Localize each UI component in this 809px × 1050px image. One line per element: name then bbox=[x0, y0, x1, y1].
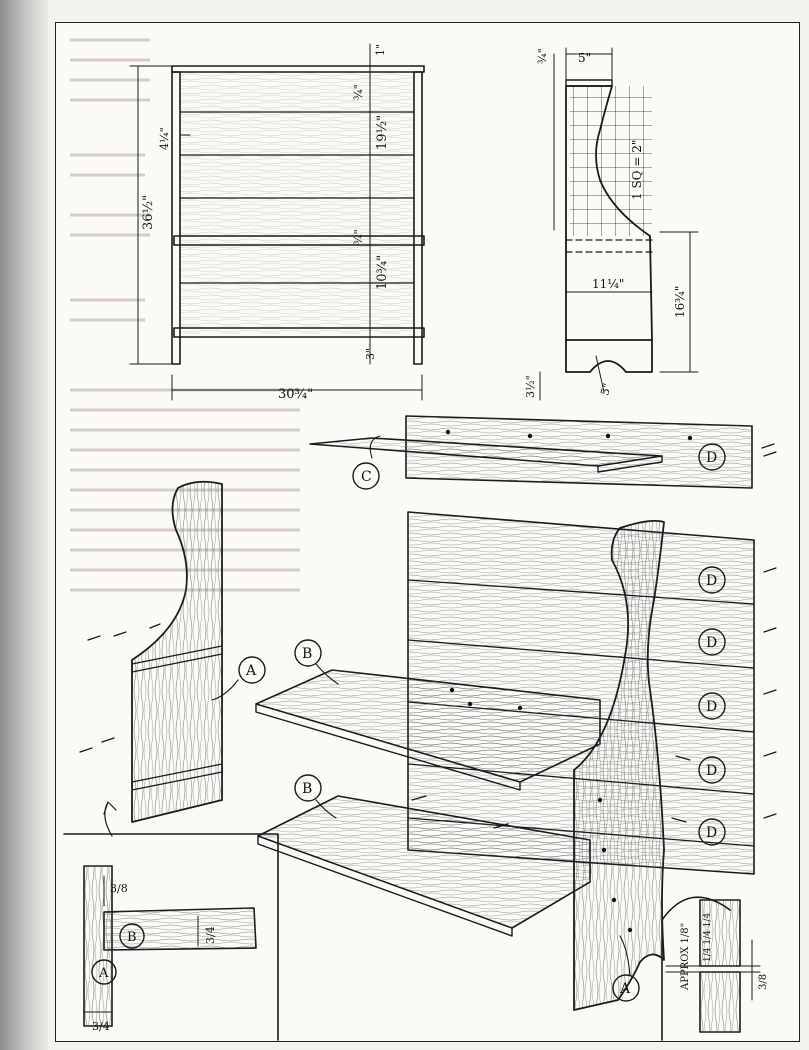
side-elevation: 5" ¾" 1 SQ = 2" 11¼" 16¾" 3½" 5" bbox=[524, 47, 699, 401]
callout-a-detail: A bbox=[91, 959, 117, 985]
front-height-dim: 36½" bbox=[141, 195, 156, 230]
grid-scale-note: 1 SQ = 2" bbox=[630, 140, 644, 200]
front-width-dim: 30¾" bbox=[278, 387, 313, 402]
callout-d-2: D bbox=[698, 628, 726, 656]
exploded-top-assembly bbox=[309, 415, 777, 489]
svg-text:B: B bbox=[302, 781, 312, 797]
svg-text:B: B bbox=[127, 930, 137, 945]
svg-text:D: D bbox=[706, 450, 717, 466]
exploded-left-side bbox=[79, 480, 223, 837]
side-lower-height-dim: 16¾" bbox=[673, 286, 687, 318]
svg-text:A: A bbox=[245, 663, 257, 679]
book-gutter-shadow bbox=[0, 0, 48, 1050]
board-width-dim: 4¼" bbox=[158, 127, 171, 150]
side-foot-height-dim: 3½" bbox=[524, 375, 537, 398]
callout-b-detail: B bbox=[119, 923, 145, 949]
dado-depth-dim: 3/8 bbox=[110, 882, 128, 895]
svg-text:A: A bbox=[98, 966, 109, 981]
back-lap-detail: APPROX 1/8" 1/4 1/4 1/4 3/8 bbox=[661, 896, 769, 1041]
shelf-thickness-dim: ¾" bbox=[352, 229, 365, 245]
svg-text:D: D bbox=[706, 573, 717, 589]
front-elevation: 36½" 30¾" 19½" 10¾" ¾" ¾" 1" 3" 4¼" bbox=[129, 43, 425, 402]
svg-text:D: D bbox=[706, 763, 717, 779]
svg-text:D: D bbox=[706, 699, 717, 715]
exploded-back-boards bbox=[407, 511, 777, 875]
svg-text:B: B bbox=[302, 646, 312, 662]
callout-b-upper: B bbox=[294, 639, 339, 685]
svg-text:D: D bbox=[706, 635, 717, 651]
callout-a-left: A bbox=[211, 656, 266, 701]
side-foot-arc-dim: 5" bbox=[598, 382, 614, 397]
base-height-dim: 3" bbox=[364, 348, 377, 360]
lap-dim: 3/8 bbox=[758, 974, 769, 990]
callouts: C D D D D D D bbox=[91, 435, 726, 1002]
callout-d-1: D bbox=[698, 566, 726, 594]
svg-text:D: D bbox=[706, 825, 717, 841]
shelf-thickness-detail-dim: 3/4 bbox=[204, 926, 217, 944]
gap-note: APPROX 1/8" bbox=[680, 923, 691, 991]
top-overhang-dim: 1" bbox=[374, 44, 387, 56]
side-depth-top-dim: 5" bbox=[578, 51, 591, 65]
callout-a-right: A bbox=[612, 935, 640, 1002]
upper-shelf-spacing-dim: 19½" bbox=[375, 115, 390, 150]
side-shelf-depth-dim: 11¼" bbox=[592, 277, 624, 291]
half-lap-dims: 1/4 1/4 1/4 bbox=[703, 913, 713, 962]
dado-joint-detail: 3/8 3/4 3/4 bbox=[63, 833, 279, 1041]
lower-shelf-spacing-dim: 10¾" bbox=[375, 255, 390, 290]
side-top-thickness-dim: ¾" bbox=[536, 48, 549, 64]
svg-text:A: A bbox=[619, 981, 631, 997]
svg-text:C: C bbox=[361, 469, 372, 485]
stock-thickness-dim: 3/4 bbox=[92, 1020, 110, 1033]
callout-d-3: D bbox=[698, 692, 726, 720]
callout-d-4: D bbox=[698, 756, 726, 784]
callout-d-5: D bbox=[698, 818, 726, 846]
callout-b-lower: B bbox=[294, 774, 337, 819]
top-thickness-dim: ¾" bbox=[352, 84, 365, 100]
callout-d-top: D bbox=[698, 443, 726, 471]
exploded-right-side bbox=[573, 519, 691, 1011]
callout-c: C bbox=[352, 435, 381, 490]
